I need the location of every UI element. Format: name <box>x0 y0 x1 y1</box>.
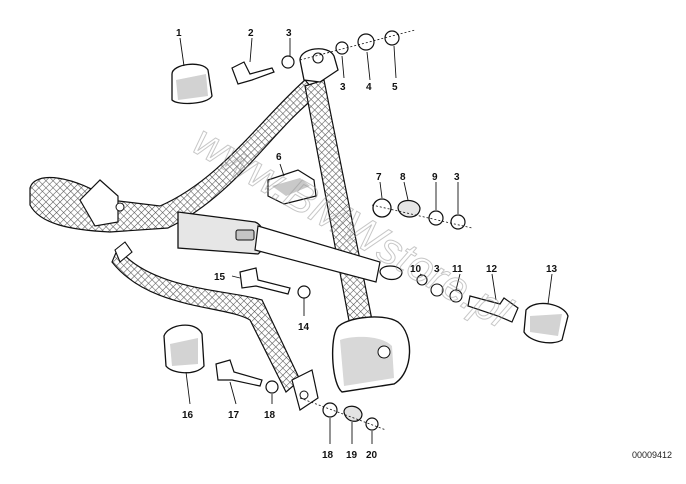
cover-cap-shade-1 <box>176 74 208 100</box>
callout-8: 8 <box>400 172 406 183</box>
buckle-release-button <box>235 229 255 241</box>
top-axis-line <box>299 29 416 61</box>
callout-10: 10 <box>410 264 422 275</box>
spacer-part-10 <box>379 265 403 281</box>
bolt-part-2 <box>231 61 275 85</box>
washer-part-3-right <box>430 283 444 297</box>
spacer-part-7 <box>372 198 392 218</box>
callout-2: 2 <box>248 28 254 39</box>
callout-16: 16 <box>182 410 194 421</box>
callout-6: 6 <box>276 152 282 163</box>
callout-14: 14 <box>298 322 310 333</box>
lower-strap-bracket <box>114 241 133 263</box>
tongue-hole <box>115 202 125 212</box>
guide-clip-shade-6 <box>272 178 310 196</box>
lower-axis-line <box>299 397 387 431</box>
callout-19: 19 <box>346 450 358 461</box>
washer-part-3-mid <box>450 214 466 230</box>
washer-part-5 <box>384 30 400 46</box>
washer-part-9 <box>428 210 444 226</box>
callout-4: 4 <box>366 82 372 93</box>
callout-1: 1 <box>176 28 182 39</box>
washer-part-3-top <box>335 41 349 55</box>
retractor-shading <box>340 336 394 386</box>
retractor-spool <box>377 345 391 359</box>
leader-lines <box>179 37 553 444</box>
cover-cap-shade-16 <box>170 338 198 366</box>
washer-part-14 <box>297 285 311 299</box>
callout-3-mid: 3 <box>454 172 460 183</box>
spacer-part-19 <box>343 405 363 422</box>
lower-belt-strap <box>111 246 301 393</box>
washer-part-3-top-left <box>281 55 295 69</box>
lower-anchor-hole <box>299 390 309 400</box>
mid-axis-line <box>371 204 473 229</box>
lower-anchor-plate <box>291 369 319 411</box>
bolt-part-17 <box>215 359 263 387</box>
callout-7: 7 <box>376 172 382 183</box>
diagram-reference-number: 00009412 <box>631 450 672 460</box>
callout-9: 9 <box>432 172 438 183</box>
washer-part-20 <box>365 417 379 431</box>
callout-3-top: 3 <box>340 82 346 93</box>
bolt-part-15 <box>239 267 291 295</box>
washer-part-4 <box>357 33 375 51</box>
callout-labels: 1 2 3 3 4 5 6 7 8 9 3 10 3 11 12 13 14 1… <box>176 28 558 461</box>
callout-20: 20 <box>366 450 378 461</box>
bolt-part-12 <box>467 295 519 323</box>
callout-3-lower: 3 <box>434 264 440 275</box>
callout-5: 5 <box>392 82 398 93</box>
cover-cap-shade-13 <box>530 314 562 336</box>
washer-part-18-lower <box>322 402 338 418</box>
top-anchor-hole <box>312 52 324 64</box>
callout-18-left: 18 <box>264 410 276 421</box>
callout-12: 12 <box>486 264 498 275</box>
washer-part-18-left <box>265 380 279 394</box>
callout-15: 15 <box>214 272 226 283</box>
buckle-stalk <box>254 225 381 283</box>
callout-3-top-left: 3 <box>286 28 292 39</box>
callout-13: 13 <box>546 264 558 275</box>
callout-18-lower: 18 <box>322 450 334 461</box>
callout-17: 17 <box>228 410 240 421</box>
callout-11: 11 <box>452 264 463 275</box>
bushing-part-8 <box>397 199 421 218</box>
